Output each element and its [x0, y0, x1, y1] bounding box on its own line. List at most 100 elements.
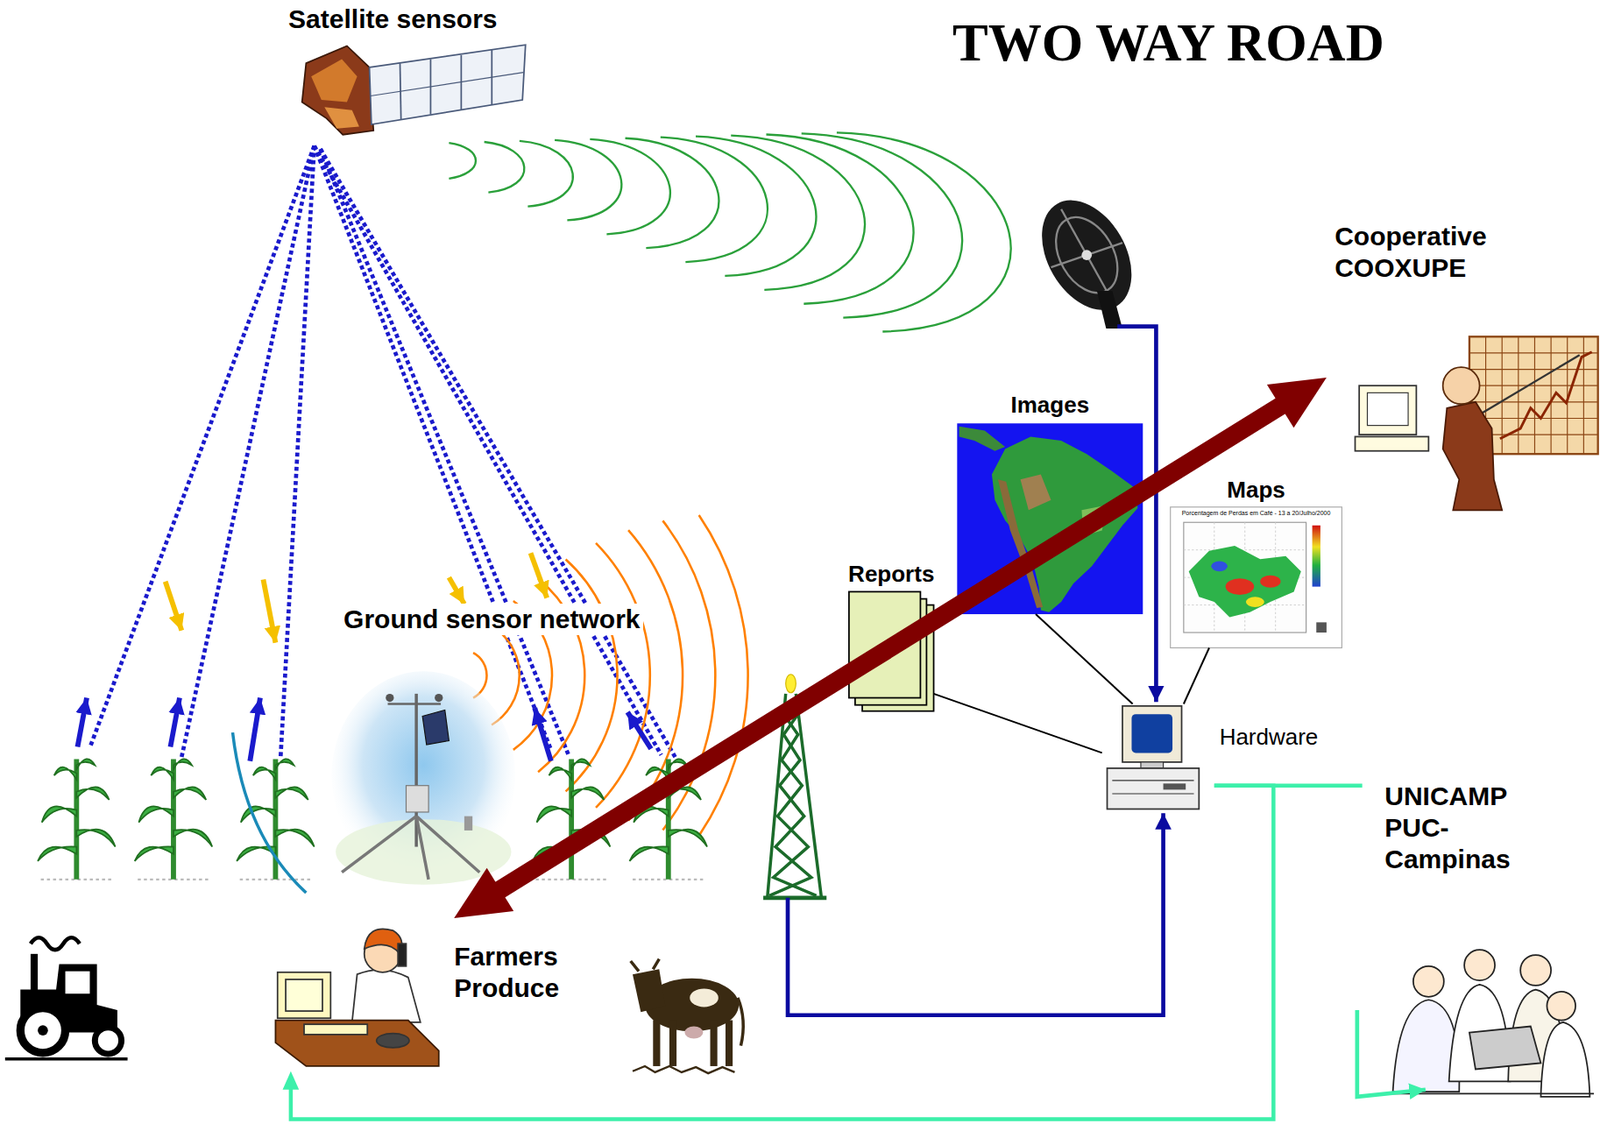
- cow-icon-part: [725, 1020, 733, 1067]
- node-label: Images: [1010, 391, 1090, 419]
- farmer-icon-part: [397, 943, 406, 967]
- sensing-beam-part: [320, 148, 679, 762]
- crop-plant-part: [236, 758, 315, 880]
- reflectance-arrow-part: [169, 698, 179, 748]
- tractor-icon-part: [30, 937, 80, 950]
- radio-wave: [519, 141, 574, 207]
- satellite-image-part: [959, 426, 1006, 452]
- analyst-icon-part: [1359, 385, 1416, 435]
- analyst-icon-part: [1443, 402, 1503, 510]
- analyst-icon: [1355, 336, 1599, 510]
- analyst-icon-part-part: [1583, 336, 1585, 454]
- research-team-part: [1464, 949, 1495, 981]
- farmer-icon: [275, 928, 439, 1067]
- reflectance-arrow-part: [627, 712, 652, 750]
- farmer-icon-part: [285, 979, 323, 1012]
- data-wire: [1357, 1010, 1426, 1098]
- satellite-icon-part: [370, 72, 524, 97]
- satellite-image-part: [991, 436, 1139, 612]
- research-team-part: [1413, 966, 1445, 998]
- tractor-icon-part: [20, 1008, 65, 1054]
- curve-line: [233, 732, 307, 893]
- connector: [453, 377, 1327, 919]
- research-team-part: [1387, 1093, 1594, 1096]
- cow-icon-part: [652, 1020, 660, 1067]
- radio-wave: [554, 140, 622, 221]
- computer-icon-part: [1140, 762, 1164, 769]
- satellite-dish: [1023, 184, 1150, 329]
- connector-line: [493, 402, 1288, 895]
- sensing-beam-part: [181, 146, 314, 758]
- connector-line: [1035, 614, 1133, 704]
- loss-map-part: [1225, 578, 1255, 595]
- loss-map-part-part: [1183, 549, 1307, 551]
- farmer-icon-part: [364, 928, 403, 955]
- connector-line: [1183, 647, 1210, 704]
- crop-plant-part: [37, 758, 116, 880]
- sunlight-arrow-part: [262, 579, 276, 643]
- analyst-icon-part: [1366, 392, 1409, 425]
- connector: [1035, 614, 1133, 704]
- computer-icon-part: [1131, 714, 1173, 753]
- radio-wave: [484, 141, 525, 193]
- sensor-wave: [595, 543, 651, 808]
- radio-wave: [660, 137, 768, 262]
- loss-map-part: [1260, 575, 1281, 588]
- farmer-icon-part: [304, 1024, 368, 1035]
- sensing-beam-part: [314, 146, 552, 751]
- tractor-icon-part: [37, 1025, 49, 1036]
- radio-tower-part: [785, 674, 797, 694]
- radio-wave: [695, 136, 816, 277]
- annotation-label: Ground sensor network: [340, 603, 643, 636]
- satellite-dish-part: [1061, 209, 1112, 302]
- loss-map-part: [1210, 560, 1228, 572]
- weather-station-part: [416, 816, 429, 880]
- sunlight-arrow-part: [530, 552, 548, 598]
- node-label: Farmers Produce: [453, 941, 560, 1005]
- loss-map-part: [1189, 545, 1302, 618]
- weather-station-part: [388, 702, 442, 705]
- radio-wave: [730, 135, 865, 291]
- node-label-box: Images: [956, 423, 1143, 615]
- satellite-icon-part: [302, 45, 375, 135]
- weather-station: [331, 671, 516, 885]
- illustration-part: [5, 44, 1599, 1098]
- radio-waves: [448, 132, 1011, 332]
- node-label-box: Farmers Produce: [270, 918, 654, 1072]
- satellite-icon: [302, 44, 526, 135]
- weather-station-part: [422, 710, 449, 746]
- computer-icon: [1107, 706, 1200, 810]
- tractor-icon: [5, 937, 128, 1060]
- analyst-icon-part-part: [1550, 336, 1552, 454]
- tractor-icon-part: [5, 1057, 128, 1061]
- tractor-icon-part: [65, 971, 91, 995]
- radio-wave: [625, 138, 720, 248]
- research-team-part: [1469, 1026, 1542, 1070]
- diagram-title: TWO WAY ROAD: [952, 12, 1385, 74]
- annotation-label: Satellite sensors: [288, 3, 497, 36]
- weather-station-part: [405, 785, 429, 813]
- reflectance-arrow: [77, 698, 652, 762]
- reflectance-arrow-part: [249, 698, 261, 762]
- analyst-icon-part-part: [1469, 401, 1599, 403]
- node-label: Reports: [848, 560, 935, 588]
- connector: [934, 693, 1103, 754]
- sensor-wave: [699, 515, 749, 836]
- satellite-image-part: [1020, 474, 1052, 511]
- sensing-beam: [89, 146, 678, 762]
- farmer-icon-part: [352, 969, 421, 1023]
- tractor-icon-part: [94, 1027, 121, 1055]
- analyst-icon-part: [1500, 352, 1593, 439]
- farmer-icon-part: [275, 1020, 439, 1067]
- analyst-icon-part: [1443, 367, 1480, 404]
- reflectance-arrow-part: [77, 698, 87, 748]
- loss-map-part: [1183, 522, 1307, 633]
- loss-map: [1170, 507, 1343, 649]
- satellite-dish-part: [1043, 206, 1131, 305]
- computer-icon-part: [1122, 706, 1183, 763]
- cow-icon-part: [652, 959, 659, 970]
- connector-line: [1214, 783, 1363, 788]
- analyst-icon-part: [1355, 436, 1430, 451]
- weather-station-part: [341, 816, 417, 873]
- satellite-dish-part: [1081, 249, 1092, 261]
